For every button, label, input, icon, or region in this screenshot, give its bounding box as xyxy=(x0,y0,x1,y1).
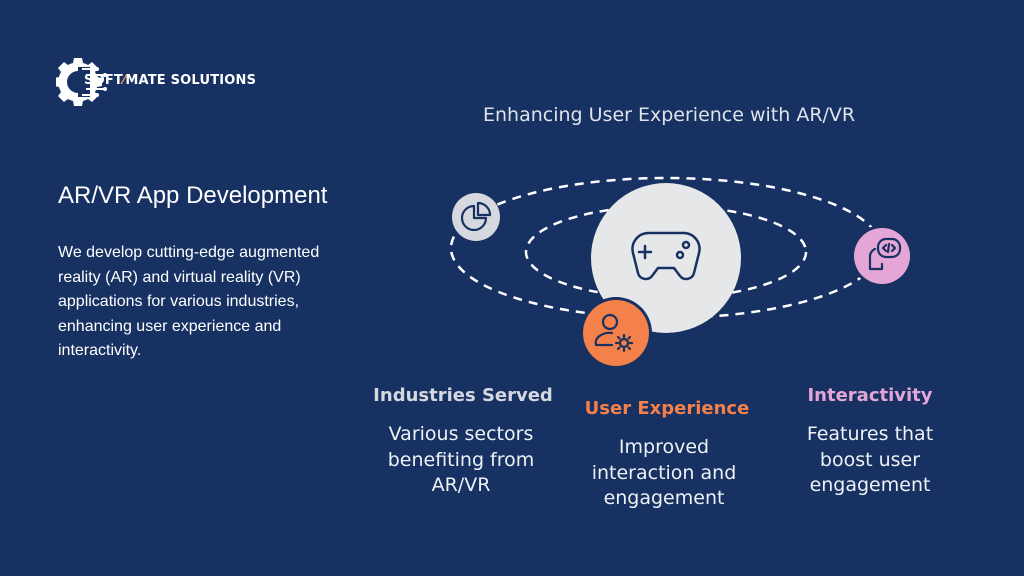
col-text-interactivity: Features that boost user engagement xyxy=(806,423,934,496)
pie-chart-icon xyxy=(460,201,492,232)
col-text-industries: Various sectors benefiting from AR/VR xyxy=(387,423,535,496)
center-circle xyxy=(591,183,741,333)
graphic-title: Enhancing User Experience with AR/VR xyxy=(483,104,856,126)
brand-name: SOFT⁄MATE SOLUTIONS xyxy=(84,73,257,88)
page-heading: AR/VR App Development xyxy=(58,182,328,209)
col-title-user-experience: User Experience xyxy=(584,398,750,419)
brand-slash-icon: ⁄ xyxy=(122,73,126,88)
user-settings-icon xyxy=(594,313,634,353)
game-controller-icon xyxy=(631,231,701,281)
code-chat-icon xyxy=(868,237,902,271)
col-title-industries: Industries Served xyxy=(373,385,553,406)
col-title-interactivity: Interactivity xyxy=(807,385,933,406)
page-description: We develop cutting-edge augmented realit… xyxy=(58,244,320,359)
gear-logo-icon xyxy=(56,58,107,106)
col-text-user-experience: Improved interaction and engagement xyxy=(591,436,737,509)
